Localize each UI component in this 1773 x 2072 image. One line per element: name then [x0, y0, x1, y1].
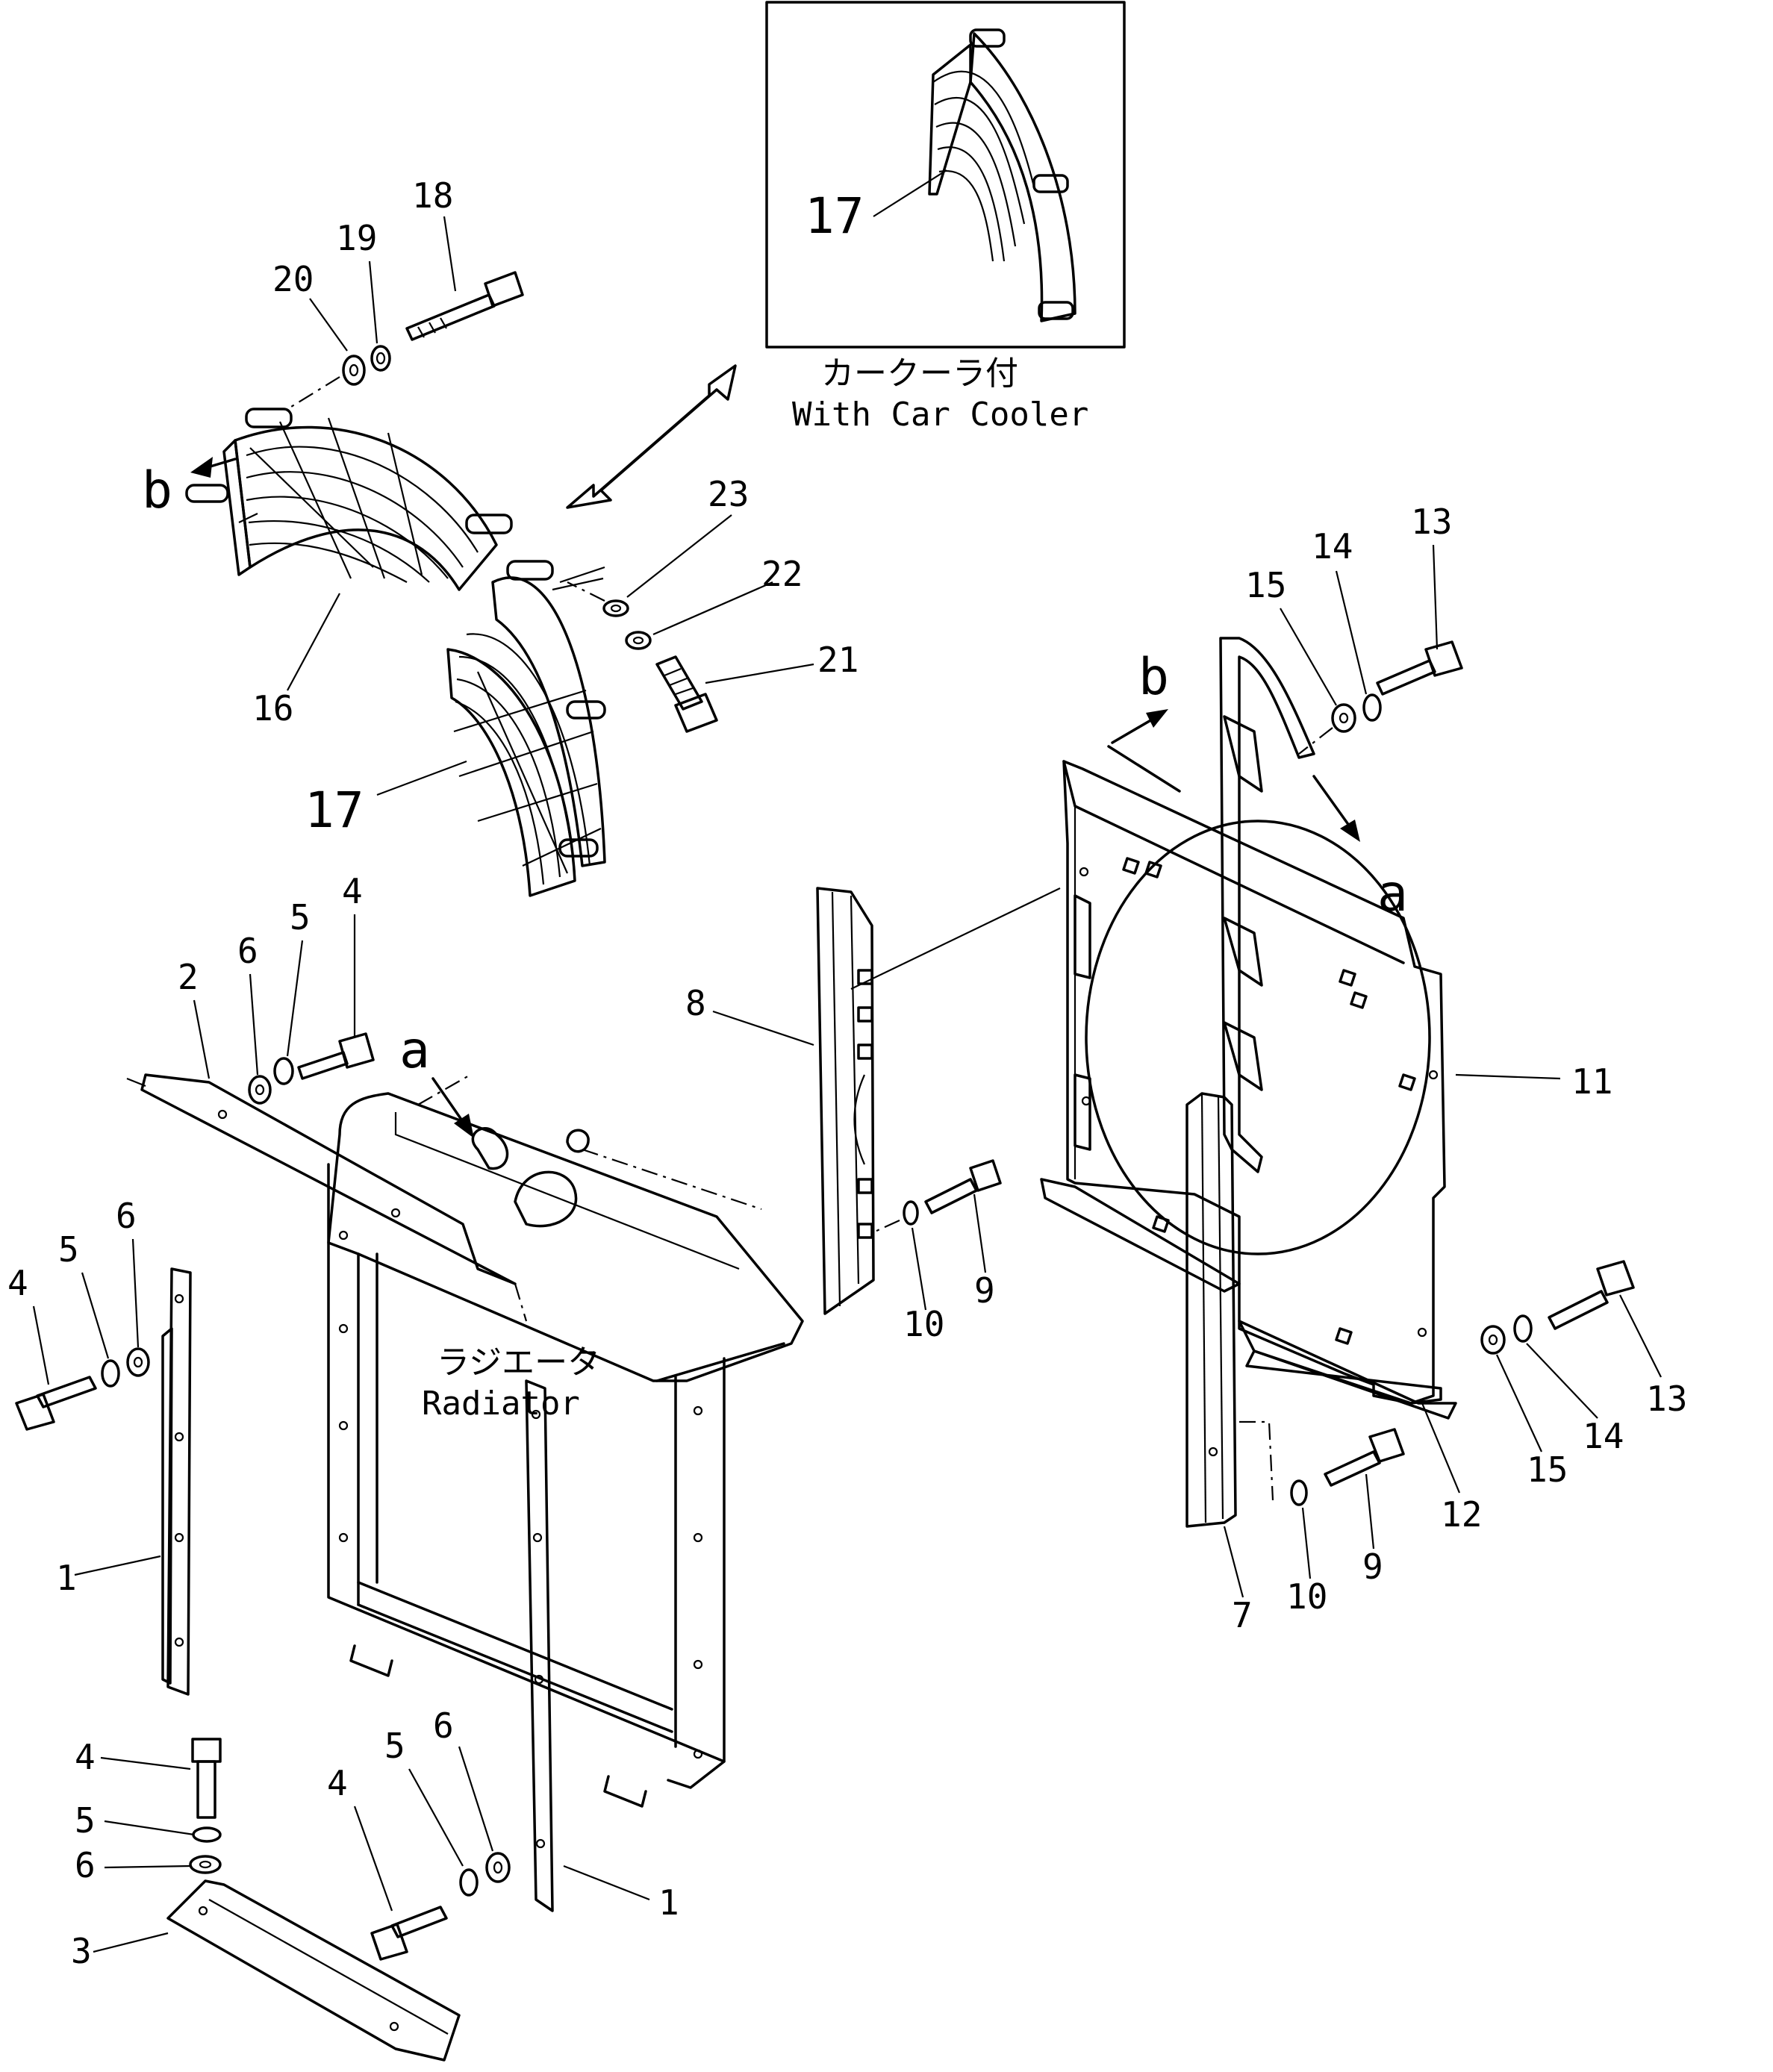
view-letter-b-left: b: [142, 461, 172, 520]
callout-3: 3: [71, 1931, 92, 1971]
view-letter-a-radiator: a: [399, 1021, 430, 1080]
callout-6-left: 6: [116, 1196, 137, 1236]
washer-22: [625, 631, 652, 650]
bolt-18: [405, 271, 524, 341]
callout-17: 17: [305, 781, 364, 839]
washer-6-top: [248, 1075, 272, 1105]
callout-9-right: 9: [1362, 1547, 1383, 1587]
washer-19: [370, 345, 391, 372]
washer-5-left: [101, 1359, 120, 1388]
callout-20: 20: [272, 259, 314, 299]
callout-23: 23: [708, 474, 749, 514]
radiator-label-jp: ラジエータ: [437, 1344, 600, 1382]
washer-10-left: [903, 1200, 919, 1226]
callout-14-bottom: 14: [1583, 1416, 1624, 1456]
view-letter-b-right: b: [1138, 648, 1169, 707]
pipe: [1219, 637, 1315, 1173]
shroud-bottom-plate-12: [1245, 1349, 1442, 1405]
bolt-21: [655, 655, 718, 733]
callout-13-bottom: 13: [1646, 1379, 1687, 1419]
washer-6-bottom-right: [485, 1852, 511, 1883]
washer-5-bottom: [192, 1826, 222, 1843]
inset-fan-guard: [928, 28, 1076, 322]
bolt-4-bottom-right: [370, 1906, 448, 1961]
callout-22: 22: [761, 554, 803, 594]
view-arrow-a-radiator: [431, 1077, 474, 1138]
callout-18: 18: [412, 175, 453, 216]
washer-10-right: [1290, 1479, 1308, 1506]
washer-6-left: [126, 1347, 150, 1377]
callout-8: 8: [685, 983, 706, 1023]
view-arrow-a-right: [1312, 775, 1360, 842]
inset-car-cooler: 17 カークーラ付 With Car Cooler: [765, 1, 1126, 434]
callout-10-right: 10: [1286, 1576, 1327, 1617]
callout-5-bottom: 5: [75, 1800, 96, 1841]
callout-5-top: 5: [290, 897, 311, 937]
callout-1-left: 1: [56, 1558, 77, 1598]
shroud-11: [1040, 760, 1457, 1420]
callout-15-top: 15: [1245, 565, 1286, 605]
washer-20: [342, 355, 366, 386]
view-letter-a-right: a: [1377, 864, 1408, 923]
plate-1-left: [161, 1267, 192, 1696]
bolt-9-right: [1324, 1428, 1405, 1487]
washer-23: [602, 599, 629, 617]
callout-5-bottom-right: 5: [384, 1726, 405, 1766]
radiator-label-en: Radiator: [422, 1385, 580, 1423]
fan-guard-17: [446, 560, 606, 897]
interchange-arrow: [566, 364, 737, 509]
washer-15-bottom: [1480, 1325, 1506, 1355]
callout-10-left: 10: [903, 1304, 944, 1344]
callout-12: 12: [1441, 1494, 1482, 1535]
bolt-4-bottom: [191, 1738, 222, 1819]
inset-part-17-label: 17: [805, 187, 864, 245]
bolt-4-top: [297, 1032, 375, 1080]
plate-3: [166, 1879, 461, 2062]
callout-7: 7: [1232, 1595, 1253, 1635]
view-arrow-b-right: [1107, 709, 1181, 793]
washer-5-bottom-right: [459, 1868, 479, 1897]
bracket-2: [126, 1073, 528, 1322]
callout-14-top: 14: [1312, 526, 1353, 567]
callout-11: 11: [1571, 1061, 1612, 1102]
radiator-cap: [471, 1126, 590, 1228]
callout-15-bottom: 15: [1527, 1450, 1568, 1490]
callout-6-bottom-right: 6: [433, 1706, 454, 1746]
callout-4-top: 4: [342, 871, 363, 911]
bracket-7: [1185, 1092, 1237, 1528]
bolt-4-left: [15, 1376, 97, 1431]
callout-4-bottom: 4: [75, 1737, 96, 1777]
callout-4-bottom-right: 4: [327, 1763, 348, 1803]
washer-14-top: [1362, 693, 1382, 722]
fan-guard-16: [185, 408, 513, 591]
callout-19: 19: [336, 218, 377, 258]
radiator: [327, 1074, 804, 1808]
bolt-13-bottom: [1548, 1260, 1635, 1330]
washer-14-bottom: [1513, 1314, 1533, 1343]
callout-6-bottom: 6: [75, 1845, 96, 1885]
callout-5-left: 5: [58, 1229, 79, 1270]
washer-15-top: [1331, 703, 1356, 733]
callout-13-top: 13: [1411, 502, 1452, 542]
callout-4-left: 4: [7, 1263, 28, 1303]
bracket-8: [816, 887, 875, 1315]
callout-16: 16: [252, 688, 293, 728]
inset-caption-en: With Car Cooler: [792, 396, 1088, 434]
washer-5-top: [273, 1057, 294, 1085]
plate-1-right: [525, 1379, 554, 1912]
callout-6-top: 6: [237, 931, 258, 971]
callout-9-left: 9: [974, 1270, 995, 1311]
view-arrow-b-left: [190, 457, 237, 478]
callout-21: 21: [817, 640, 859, 680]
inset-frame: [765, 1, 1126, 349]
bolt-13-top: [1376, 640, 1463, 696]
callout-1-right: 1: [658, 1882, 679, 1923]
inset-caption-jp: カークーラ付: [821, 355, 1018, 393]
callout-2: 2: [178, 957, 199, 997]
bolt-9-left: [924, 1159, 1002, 1214]
washer-6-bottom: [189, 1855, 222, 1874]
